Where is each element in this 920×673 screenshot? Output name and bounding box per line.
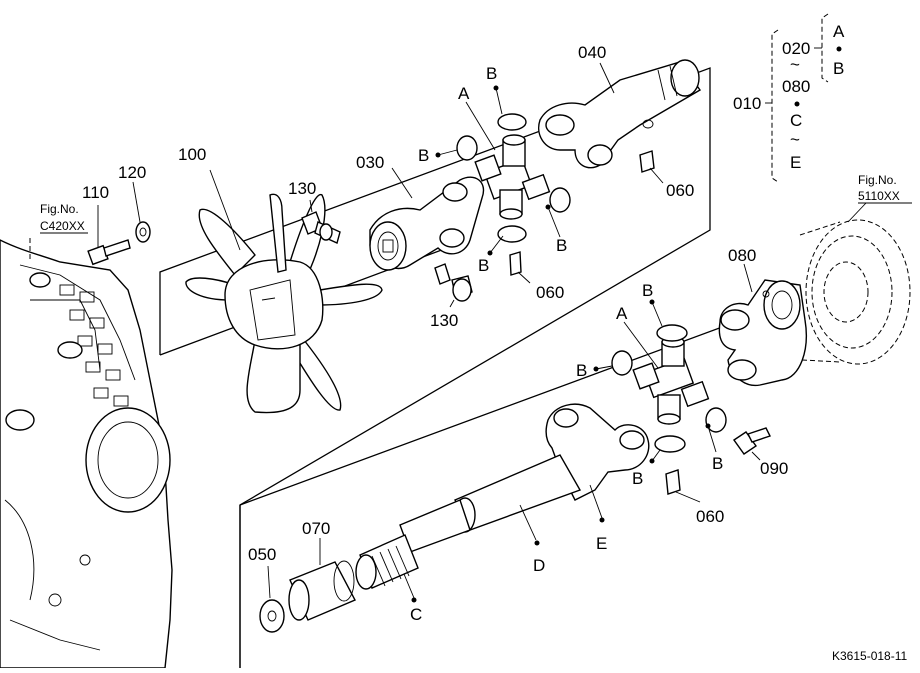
grease-nipple-060-upper-b bbox=[509, 251, 531, 284]
case-ribs bbox=[59, 284, 129, 407]
cap-050 bbox=[259, 565, 285, 633]
legend-tilde-1: ~ bbox=[790, 55, 800, 74]
bolt-110 bbox=[87, 205, 131, 266]
callout-130-lower: 130 bbox=[430, 311, 458, 330]
flange-yoke-080 bbox=[718, 263, 807, 387]
callout-060-b: 060 bbox=[536, 283, 564, 302]
bolt-090 bbox=[733, 427, 771, 461]
yoke-030 bbox=[369, 167, 485, 271]
letter-b-upper-2: B bbox=[418, 146, 429, 165]
callout-080: 080 bbox=[728, 246, 756, 265]
figure-code: K3615-018-11 bbox=[832, 649, 907, 663]
legend-block: 010 020 A B ~ 080 C ~ E bbox=[733, 13, 845, 183]
legend-tilde-2: ~ bbox=[790, 130, 800, 149]
grease-nipple-060-lower bbox=[665, 469, 701, 503]
legend-a: A bbox=[833, 22, 845, 41]
callout-120: 120 bbox=[118, 163, 146, 182]
letter-e: E bbox=[596, 534, 607, 553]
gear-case-housing bbox=[0, 239, 173, 669]
callout-060-c: 060 bbox=[696, 507, 724, 526]
legend-080: 080 bbox=[782, 77, 810, 96]
legend-b: B bbox=[833, 59, 844, 78]
grease-nipple-060-upper-a bbox=[639, 150, 664, 184]
fan-100 bbox=[185, 169, 383, 414]
letter-b-lower-4: B bbox=[632, 469, 643, 488]
sleeve-070 bbox=[288, 538, 356, 621]
lower-snap-rings bbox=[611, 324, 727, 453]
fig-ref-left-label: Fig.No. bbox=[40, 202, 79, 216]
lower-spider-cross bbox=[632, 336, 710, 425]
upper-snap-rings bbox=[456, 113, 571, 243]
letter-a-lower: A bbox=[616, 304, 628, 323]
legend-010: 010 bbox=[733, 94, 761, 113]
letter-a-upper: A bbox=[458, 84, 470, 103]
letter-b-lower-2: B bbox=[576, 361, 587, 380]
bolt-130-upper bbox=[301, 199, 341, 244]
legend-c: C bbox=[790, 111, 802, 130]
bolt-130-lower bbox=[434, 263, 473, 308]
callout-090: 090 bbox=[760, 459, 788, 478]
spline-shaft-c bbox=[355, 534, 419, 603]
letter-b-lower-1: B bbox=[642, 281, 653, 300]
callout-030: 030 bbox=[356, 153, 384, 172]
letter-b-upper-4: B bbox=[478, 256, 489, 275]
callout-100: 100 bbox=[178, 145, 206, 164]
letter-b-upper-1: B bbox=[486, 64, 497, 83]
fig-ref-right-label: Fig.No. bbox=[858, 173, 897, 187]
fig-ref-right: Fig.No. 5110XX bbox=[847, 173, 912, 223]
callout-060-a: 060 bbox=[666, 181, 694, 200]
legend-e: E bbox=[790, 153, 801, 172]
washer-120 bbox=[132, 181, 151, 243]
flange-assembly bbox=[799, 219, 911, 365]
upper-spider-cross bbox=[474, 134, 551, 220]
letter-d: D bbox=[533, 556, 545, 575]
lower-letters: A B B B B bbox=[576, 281, 723, 488]
letter-b-lower-3: B bbox=[712, 454, 723, 473]
lower-assembly-frame bbox=[239, 301, 791, 506]
tube-yoke-040 bbox=[538, 59, 702, 169]
callout-050: 050 bbox=[248, 545, 276, 564]
letter-c: C bbox=[410, 605, 422, 624]
letter-b-upper-3: B bbox=[556, 236, 567, 255]
callout-130-upper: 130 bbox=[288, 179, 316, 198]
fig-ref-right-code: 5110XX bbox=[858, 189, 900, 203]
callout-070: 070 bbox=[302, 519, 330, 538]
callout-040: 040 bbox=[578, 43, 606, 62]
callout-110: 110 bbox=[82, 183, 109, 202]
fig-ref-left-code: C420XX bbox=[40, 219, 85, 233]
upper-letters: A B B B B bbox=[418, 64, 567, 275]
legend-020: 020 bbox=[782, 39, 810, 58]
shaft-d bbox=[399, 454, 582, 553]
fig-ref-left: Fig.No. C420XX bbox=[29, 202, 88, 262]
